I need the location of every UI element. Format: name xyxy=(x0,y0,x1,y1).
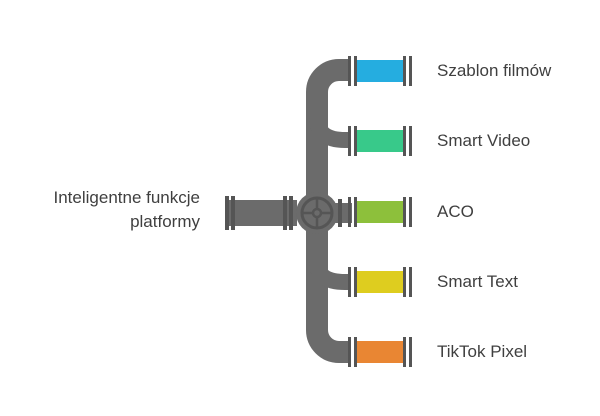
input-pipe xyxy=(225,196,297,230)
output-pipe-2 xyxy=(348,126,412,156)
valve-icon xyxy=(296,192,338,234)
source-label-line1: Inteligentne funkcje xyxy=(53,188,201,207)
pipe-trunk-bottom xyxy=(306,228,350,363)
output-pipes xyxy=(348,56,412,367)
output-pipe-5 xyxy=(348,337,412,367)
output-label-5: TikTok Pixel xyxy=(437,342,528,361)
pipe-trunk-top xyxy=(306,59,350,198)
output-pipe-1 xyxy=(348,56,412,86)
output-label-2: Smart Video xyxy=(437,131,531,150)
pipe-branch-2 xyxy=(309,117,350,148)
source-label: Inteligentne funkcje platformy xyxy=(10,186,201,234)
output-pipe-3 xyxy=(348,197,412,227)
pipe-center-flange xyxy=(338,199,342,227)
output-pipe-4 xyxy=(348,267,412,297)
output-label-3: ACO xyxy=(437,202,474,221)
output-label-4: Smart Text xyxy=(437,272,518,291)
source-label-line2: platformy xyxy=(130,212,200,231)
output-label-1: Szablon filmów xyxy=(437,61,552,80)
pipe-branch-4 xyxy=(309,261,350,290)
